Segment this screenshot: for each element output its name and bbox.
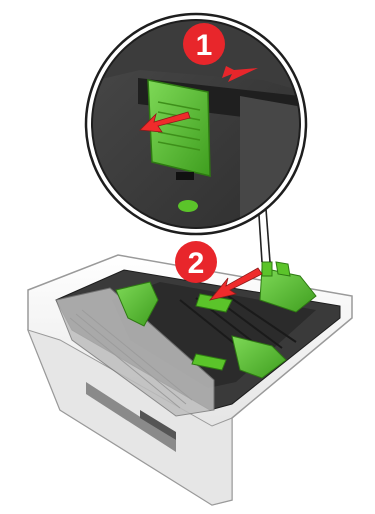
paper-tray <box>28 255 352 505</box>
length-guide-rear-top <box>276 262 290 276</box>
callout-1: 1 <box>183 23 225 65</box>
callout-2: 2 <box>175 241 217 283</box>
callout-1-number: 1 <box>196 29 213 62</box>
callout-2-number: 2 <box>188 247 205 280</box>
zoomed-green-button <box>178 200 198 212</box>
length-guide-tab <box>262 262 272 276</box>
